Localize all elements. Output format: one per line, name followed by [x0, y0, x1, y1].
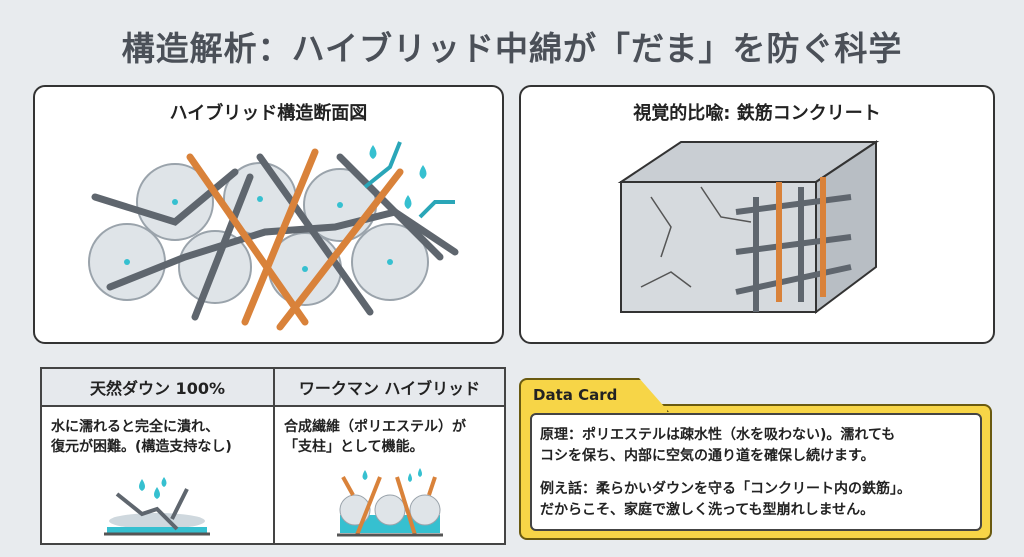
header-workman-hybrid: ワークマン ハイブリッド — [273, 369, 504, 407]
collapsed-down-icon — [104, 477, 210, 536]
cell-line: 合成繊維（ポリエステル）が — [284, 419, 466, 435]
principle-line: 原理：ポリエステルは疎水性（水を吸わない)。濡れても — [540, 427, 896, 443]
header-natural-down: 天然ダウン 100% — [42, 369, 273, 407]
cell-line: 水に濡れると完全に潰れ、 — [51, 419, 220, 435]
cell-line: 「支柱」として機能。 — [284, 439, 424, 455]
rebar-concrete-title: 視覚的比喩: 鉄筋コンクリート — [633, 103, 881, 124]
hybrid-support-icon — [337, 468, 443, 537]
data-card-body: 原理：ポリエステルは疎水性（水を吸わない)。濡れても コシを保ち、内部に空気の通… — [530, 413, 982, 531]
cross-section-panel: ハイブリッド構造断面図 — [33, 85, 504, 344]
principle-line: コシを保ち、内部に空気の通り道を確保し続けます。 — [540, 448, 875, 464]
page-title: 構造解析：ハイブリッド中綿が「だま」を防ぐ科学 — [121, 29, 903, 68]
data-card-label: Data Card — [519, 378, 669, 412]
cell-natural-down: 水に濡れると完全に潰れ、 復元が困難。(構造支持なし) — [42, 407, 273, 543]
cross-section-title: ハイブリッド構造断面図 — [169, 103, 368, 124]
rebar-concrete-panel: 視覚的比喩: 鉄筋コンクリート — [519, 85, 995, 344]
cell-line: 復元が困難。(構造支持なし) — [51, 439, 232, 455]
analogy-line: 例え話：柔らかいダウンを守る「コンクリート内の鉄筋」。 — [540, 481, 911, 497]
cell-workman-hybrid: 合成繊維（ポリエステル）が 「支柱」として機能。 — [273, 407, 504, 543]
rebar-concrete-illustration — [617, 140, 880, 314]
analogy-line: だからこそ、家庭で激しく洗っても型崩れしません。 — [540, 502, 875, 518]
comparison-table: 天然ダウン 100% ワークマン ハイブリッド 水に濡れると完全に潰れ、 復元が… — [40, 367, 506, 545]
hybrid-structure-illustration — [88, 141, 459, 331]
